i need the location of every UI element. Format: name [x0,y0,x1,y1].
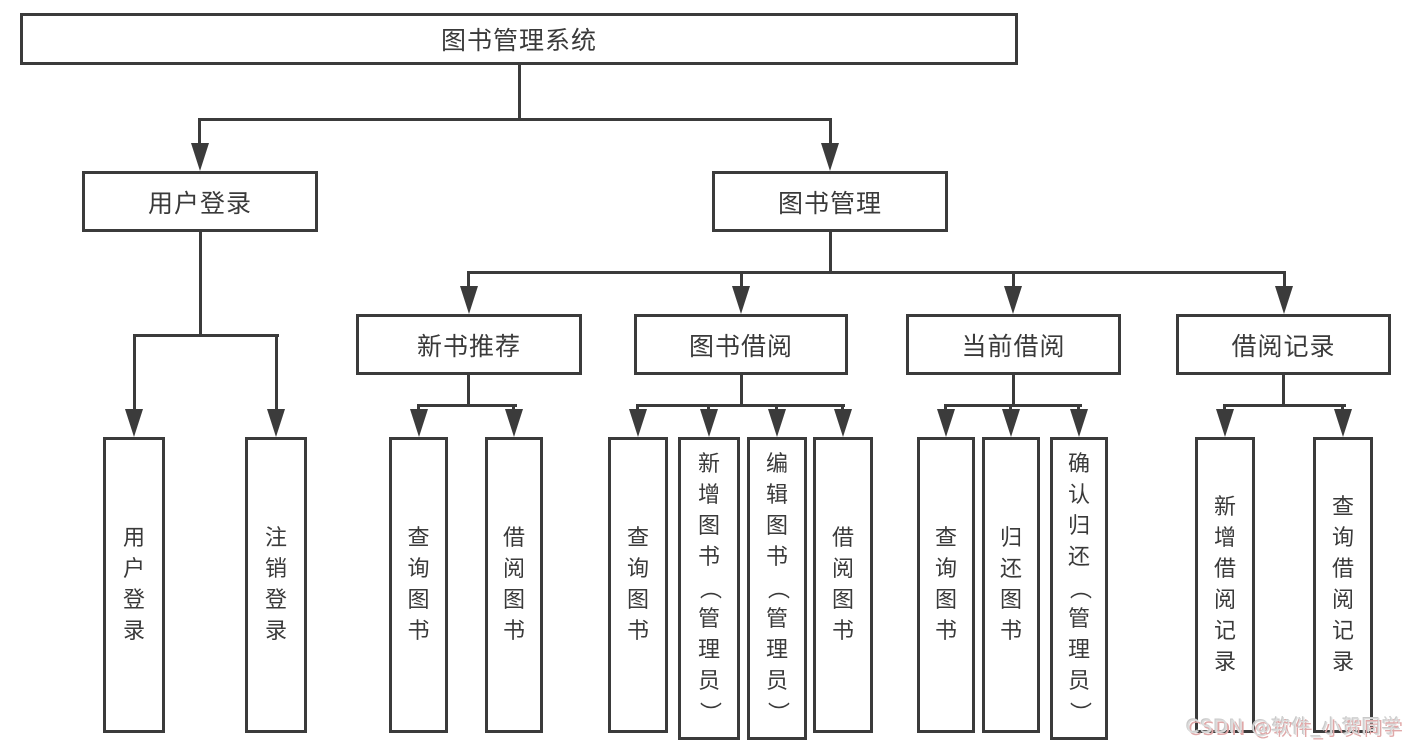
arrow-down-icon [460,286,478,314]
leaf-br-query-record-label: 查询借阅记录 [1331,495,1354,675]
node-new-book-recommend-label: 新书推荐 [416,331,521,361]
leaf-cb-query-books-label: 查询图书 [934,526,957,644]
connector-line [1282,375,1285,407]
leaf-cb-return-books-label: 归还图书 [999,526,1022,644]
connector-line [467,271,1286,274]
node-root-label: 图书管理系统 [440,26,597,55]
arrow-down-icon [768,409,786,437]
leaf-bb-borrow-books: 借阅图书 [813,437,873,733]
connector-line [1283,271,1286,291]
leaf-bb-query-books-label: 查询图书 [626,526,649,644]
connector-line [740,271,743,291]
connector-line [467,375,470,407]
leaf-bb-edit-books-admin: 编辑图书（管理员） [747,437,807,740]
arrow-down-icon [125,409,143,437]
node-book-management-label: 图书管理 [777,188,882,218]
connector-line [1012,271,1015,291]
connector-line [199,232,202,337]
node-current-borrow-label: 当前借阅 [961,331,1066,361]
connector-line [829,232,832,274]
leaf-cb-confirm-return-admin: 确认归还（管理员） [1050,437,1108,740]
node-new-book-recommend: 新书推荐 [356,314,582,375]
arrow-down-icon [937,409,955,437]
node-borrow-records: 借阅记录 [1176,314,1391,375]
arrow-down-icon [821,143,839,171]
connector-line [133,334,136,415]
leaf-rec-borrow-books: 借阅图书 [485,437,543,733]
leaf-br-add-record-label: 新增借阅记录 [1213,495,1236,675]
connector-line [275,334,278,415]
connector-line [829,118,832,148]
arrow-down-icon [700,409,718,437]
connector-line [417,404,517,407]
node-root: 图书管理系统 [20,13,1018,65]
leaf-cb-query-books: 查询图书 [917,437,975,733]
connector-line [944,404,1082,407]
leaf-rec-borrow-books-label: 借阅图书 [502,526,525,644]
connector-line [133,334,279,337]
leaf-bb-query-books: 查询图书 [608,437,668,733]
connector-line [467,271,470,291]
leaf-logout-label: 注销登录 [264,526,287,644]
leaf-cb-confirm-return-admin-label: 确认归还（管理员） [1066,452,1092,724]
leaf-user-login: 用户登录 [103,437,165,733]
arrow-down-icon [267,409,285,437]
leaf-br-query-record: 查询借阅记录 [1313,437,1373,733]
connector-line [636,404,845,407]
connector-line [1223,404,1346,407]
node-book-management: 图书管理 [712,171,948,232]
leaf-bb-add-books-admin-label: 新增图书（管理员） [696,452,722,724]
connector-line [198,118,832,121]
node-user-login-label: 用户登录 [147,188,252,218]
leaf-bb-edit-books-admin-label: 编辑图书（管理员） [764,452,790,724]
node-borrow-records-label: 借阅记录 [1231,331,1336,361]
leaf-rec-query-books: 查询图书 [389,437,448,733]
leaf-br-add-record: 新增借阅记录 [1195,437,1255,733]
arrow-down-icon [1216,409,1234,437]
node-book-borrow: 图书借阅 [634,314,848,375]
leaf-bb-borrow-books-label: 借阅图书 [831,526,854,644]
arrow-down-icon [834,409,852,437]
connector-line [1012,375,1015,407]
leaf-cb-return-books: 归还图书 [982,437,1040,733]
leaf-logout: 注销登录 [245,437,307,733]
connector-line [518,65,521,121]
arrow-down-icon [629,409,647,437]
node-user-login: 用户登录 [82,171,318,232]
leaf-user-login-label: 用户登录 [122,526,145,644]
leaf-rec-query-books-label: 查询图书 [407,526,430,644]
node-current-borrow: 当前借阅 [906,314,1121,375]
arrow-down-icon [505,409,523,437]
leaf-bb-add-books-admin: 新增图书（管理员） [678,437,740,740]
arrow-down-icon [410,409,428,437]
arrow-down-icon [191,143,209,171]
connector-line [740,375,743,407]
arrow-down-icon [732,286,750,314]
csdn-watermark: CSDN @软件_小贺同学 [1186,716,1402,738]
arrow-down-icon [1004,286,1022,314]
node-book-borrow-label: 图书借阅 [688,331,793,361]
arrow-down-icon [1334,409,1352,437]
connector-line [198,118,201,148]
arrow-down-icon [1070,409,1088,437]
arrow-down-icon [1002,409,1020,437]
arrow-down-icon [1275,286,1293,314]
